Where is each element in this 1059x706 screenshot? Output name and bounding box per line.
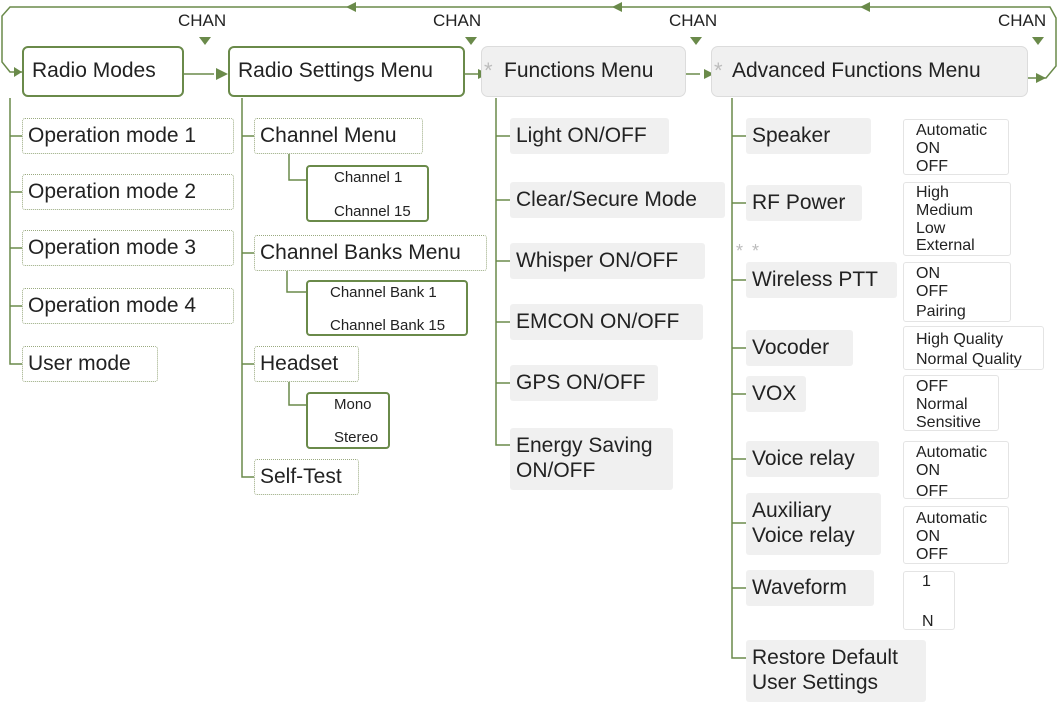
functions-menu: Functions Menu xyxy=(481,46,686,97)
channel-last: Channel 15 xyxy=(334,203,411,220)
asterisk-marker: * xyxy=(714,58,723,83)
channel-bank-last: Channel Bank 15 xyxy=(330,317,446,334)
energy-saving-toggle: Energy Saving ON/OFF xyxy=(510,428,673,490)
wireless-ptt-setting: Wireless PTT xyxy=(746,262,897,298)
advanced-functions-label: Advanced Functions Menu xyxy=(732,59,981,83)
channel-banks-menu: Channel Banks Menu xyxy=(254,235,487,271)
advanced-functions-menu: Advanced Functions Menu xyxy=(711,46,1028,97)
user-mode: User mode xyxy=(22,346,158,382)
double-asterisk-marker: * * xyxy=(736,241,762,261)
channel-bank-list: Channel Bank 1 Channel Bank 15 xyxy=(306,280,468,336)
whisper-toggle: Whisper ON/OFF xyxy=(510,243,705,279)
operation-mode-1: Operation mode 1 xyxy=(22,118,234,154)
gps-toggle: GPS ON/OFF xyxy=(510,365,658,401)
operation-mode-3: Operation mode 3 xyxy=(22,230,234,266)
voice-relay-options: Automatic ON OFF xyxy=(903,441,1009,500)
self-test: Self-Test xyxy=(254,459,359,495)
asterisk-marker: * xyxy=(484,58,493,83)
radio-modes-menu: Radio Modes xyxy=(22,46,184,97)
headset-mono: Mono xyxy=(334,396,372,413)
speaker-options: Automatic ON OFF xyxy=(903,119,1009,175)
headset-stereo: Stereo xyxy=(334,429,379,446)
wireless-ptt-options: ON OFF Pairing xyxy=(903,262,1011,322)
headset-options: Mono Stereo xyxy=(306,392,390,449)
vox-setting: VOX xyxy=(746,376,806,412)
operation-mode-4: Operation mode 4 xyxy=(22,288,234,324)
chan-label: CHAN xyxy=(998,11,1047,30)
clear-secure-mode: Clear/Secure Mode xyxy=(510,182,725,218)
channel-first: Channel 1 xyxy=(334,169,403,186)
vox-options: OFF Normal Sensitive xyxy=(903,375,999,431)
vocoder-setting: Vocoder xyxy=(746,330,853,366)
voice-relay-setting: Voice relay xyxy=(746,441,879,477)
operation-mode-2: Operation mode 2 xyxy=(22,174,234,210)
rf-power-options: High Medium Low External xyxy=(903,182,1011,256)
waveform-setting: Waveform xyxy=(746,570,874,606)
restore-default-settings: Restore Default User Settings xyxy=(746,640,926,702)
rf-power-setting: RF Power xyxy=(746,185,862,221)
light-toggle: Light ON/OFF xyxy=(510,118,669,154)
channel-menu: Channel Menu xyxy=(254,118,423,154)
auxiliary-voice-relay-options: Automatic ON OFF xyxy=(903,506,1009,564)
headset-menu: Headset xyxy=(254,346,359,382)
channel-list: Channel 1 Channel 15 xyxy=(306,165,429,222)
functions-label: Functions Menu xyxy=(504,59,654,83)
emcon-toggle: EMCON ON/OFF xyxy=(510,304,703,340)
auxiliary-voice-relay-setting: Auxiliary Voice relay xyxy=(746,493,881,555)
chan-label: CHAN xyxy=(178,11,227,30)
vocoder-options: High Quality Normal Quality xyxy=(903,326,1044,370)
channel-bank-first: Channel Bank 1 xyxy=(330,284,437,301)
speaker-setting: Speaker xyxy=(746,118,871,154)
chan-label: CHAN xyxy=(669,11,718,30)
radio-modes-label: Radio Modes xyxy=(32,59,156,83)
waveform-options: 1 N xyxy=(903,571,955,630)
radio-settings-label: Radio Settings Menu xyxy=(238,59,433,83)
radio-settings-menu: Radio Settings Menu xyxy=(228,46,465,97)
chan-label: CHAN xyxy=(433,11,482,30)
